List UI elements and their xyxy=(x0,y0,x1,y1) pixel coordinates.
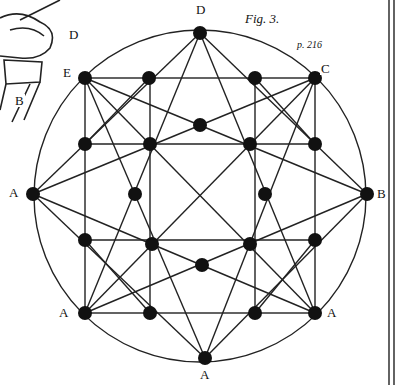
point-letter: D xyxy=(195,3,206,16)
point-letter: A xyxy=(326,306,337,319)
point-letter: C xyxy=(320,62,331,75)
figure-dots xyxy=(26,26,374,365)
point-letter: B xyxy=(376,187,387,200)
figure-lines xyxy=(33,0,394,385)
point-letter: D xyxy=(68,28,79,41)
page-reference: p. 216 xyxy=(296,40,323,50)
point-letter: A xyxy=(8,186,19,199)
figure-number: Fig. 3. xyxy=(244,12,280,25)
instrument-fragment xyxy=(0,0,60,122)
point-letter: E xyxy=(62,66,72,79)
point-letter: B xyxy=(14,94,25,107)
point-letter: A xyxy=(58,306,69,319)
point-letter: A xyxy=(199,368,210,381)
